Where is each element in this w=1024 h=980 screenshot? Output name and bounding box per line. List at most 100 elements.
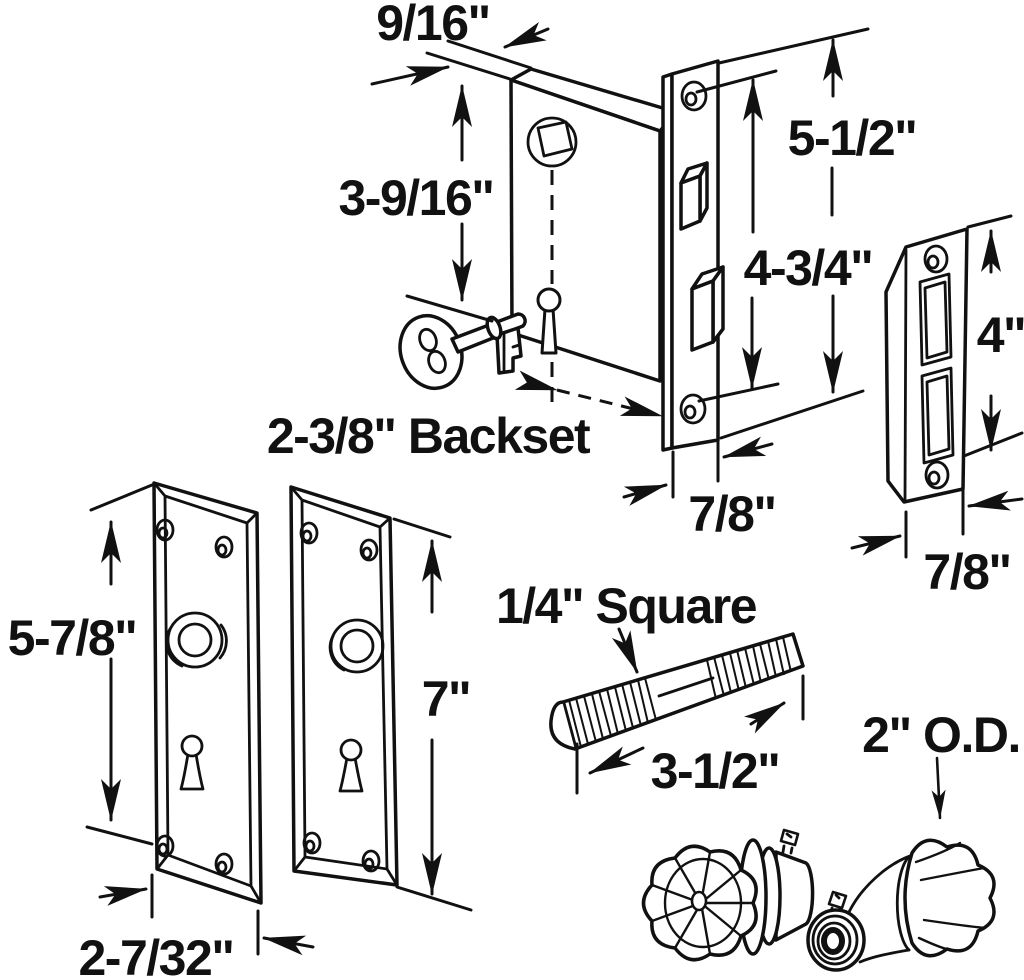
dim-case-height: 3-9/16" [339, 84, 495, 323]
arrow-down [931, 756, 946, 820]
spindle-square-hole [536, 120, 574, 158]
ext-line [966, 214, 1013, 229]
ticks [671, 435, 720, 499]
backset-arrow-line [514, 370, 663, 418]
left-knob-facet-lines [650, 850, 755, 956]
dimension-annotations: 9/16" 3-9/16" 2-3/8" Backset 5-1/2" 4-3/… [8, 0, 1024, 980]
right-plate-screws [299, 521, 381, 873]
dim-faceplate-height: 5-1/2" [717, 27, 918, 440]
dim-plate-width: 2-7/32" [79, 873, 315, 980]
ext-line [962, 431, 1024, 458]
key-bow-cutout-top [418, 327, 438, 353]
arrow-left [967, 490, 1024, 511]
ticks [150, 873, 260, 956]
arrow-left [262, 935, 315, 956]
spindle-body [549, 632, 805, 751]
ticks [575, 674, 805, 795]
ext-line [392, 517, 452, 539]
right-plate-knob-hole [328, 618, 385, 674]
dim-strike-height: 4" [962, 214, 1024, 458]
strike-plate-fold-line [903, 248, 908, 502]
case-depth-label: 9/16" [376, 0, 490, 51]
skeleton-key [398, 312, 527, 391]
ext-line [89, 483, 154, 512]
ext-line [405, 294, 494, 323]
mortise-lock-case [509, 67, 678, 404]
left-knob-center [690, 890, 708, 912]
keyhole-stem [540, 307, 558, 355]
left-plate-screws [155, 518, 234, 876]
ext-line [395, 885, 473, 912]
latch-bolt [679, 161, 709, 231]
dim-right-plate-height: 7" [392, 517, 473, 912]
dim-case-depth: 9/16" [370, 0, 550, 86]
arrow-right [744, 701, 786, 734]
right-door-knob [806, 838, 996, 972]
dim-knob-diameter: 2" O.D. [862, 707, 1021, 820]
faceplate-screw-hole-top [680, 80, 708, 112]
ext-line [695, 69, 778, 94]
faceplate-screw-hole-bottom [679, 393, 707, 425]
strike-screw-hole-bottom [924, 460, 950, 490]
dim-faceplate-width: 7/8" [622, 435, 777, 542]
dim-backset: 2-3/8" Backset [267, 370, 663, 464]
dim-left-plate-height: 5-7/8" [8, 483, 154, 846]
dim-strike-width: 7/8" [850, 487, 1024, 600]
right-trim-plate [289, 485, 399, 887]
key-collar [485, 315, 503, 341]
keyhole [536, 287, 562, 355]
key-bit [495, 326, 523, 375]
right-knob-hub [806, 908, 866, 972]
spindle-hub-circle [526, 116, 578, 168]
arrow [503, 21, 550, 49]
dim-spindle-size: 1/4" Square [496, 578, 758, 674]
right-plate-bevel-corners [289, 485, 399, 887]
arrow-left [588, 746, 645, 775]
case-height-label: 3-9/16" [339, 170, 494, 226]
dead-bolt [690, 265, 725, 352]
spindle-size-label: 1/4" Square [496, 578, 757, 634]
knob-diameter-label: 2" O.D. [862, 707, 1020, 763]
right-plate-keyhole [338, 738, 364, 793]
strike-height-label: 4" [977, 307, 1024, 363]
arrow-left [722, 436, 774, 459]
spindle-center-line [657, 676, 715, 698]
arrow-right [850, 534, 902, 556]
ext-line [85, 825, 154, 846]
right-knob-cone [847, 854, 912, 964]
strike-plate [884, 227, 969, 504]
arrow-down [611, 627, 639, 674]
left-plate-keyhole [179, 734, 205, 791]
dim-spindle-length: 3-1/2" [575, 674, 805, 799]
left-knob-set-screw [779, 828, 800, 855]
ext-line [697, 382, 780, 403]
left-knob-inner-facet [663, 857, 743, 949]
spindle-length-label: 3-1/2" [651, 743, 780, 799]
left-plate-bevel-corners [152, 481, 263, 905]
left-plate-knob-hole [165, 611, 228, 669]
backset-label: 2-3/8" Backset [267, 408, 591, 464]
arrow-right [98, 886, 148, 906]
arrow [370, 65, 450, 86]
faceplate [661, 59, 725, 452]
right-plate-height-label: 7" [422, 671, 471, 727]
spindle [549, 632, 805, 751]
left-knob-shank [774, 850, 815, 942]
spindle-end-edge [562, 701, 578, 750]
faceplate-front [670, 59, 720, 450]
right-knob-flutes [914, 841, 987, 952]
spindle-threads [568, 636, 792, 748]
ext-line [446, 39, 533, 70]
dim-bolt-spacing: 4-3/4" [695, 69, 874, 403]
faceplate-height-label: 5-1/2" [788, 110, 917, 166]
key-bow-cutout-bottom [427, 349, 447, 375]
strike-bolt-opening [920, 366, 955, 465]
strike-width-label: 7/8" [923, 544, 1010, 600]
left-plate-height-label: 5-7/8" [8, 610, 137, 666]
ext-line [719, 389, 865, 440]
strike-latch-opening [918, 272, 953, 367]
faceplate-width-label: 7/8" [688, 486, 775, 542]
strike-screw-hole-top [923, 244, 949, 274]
